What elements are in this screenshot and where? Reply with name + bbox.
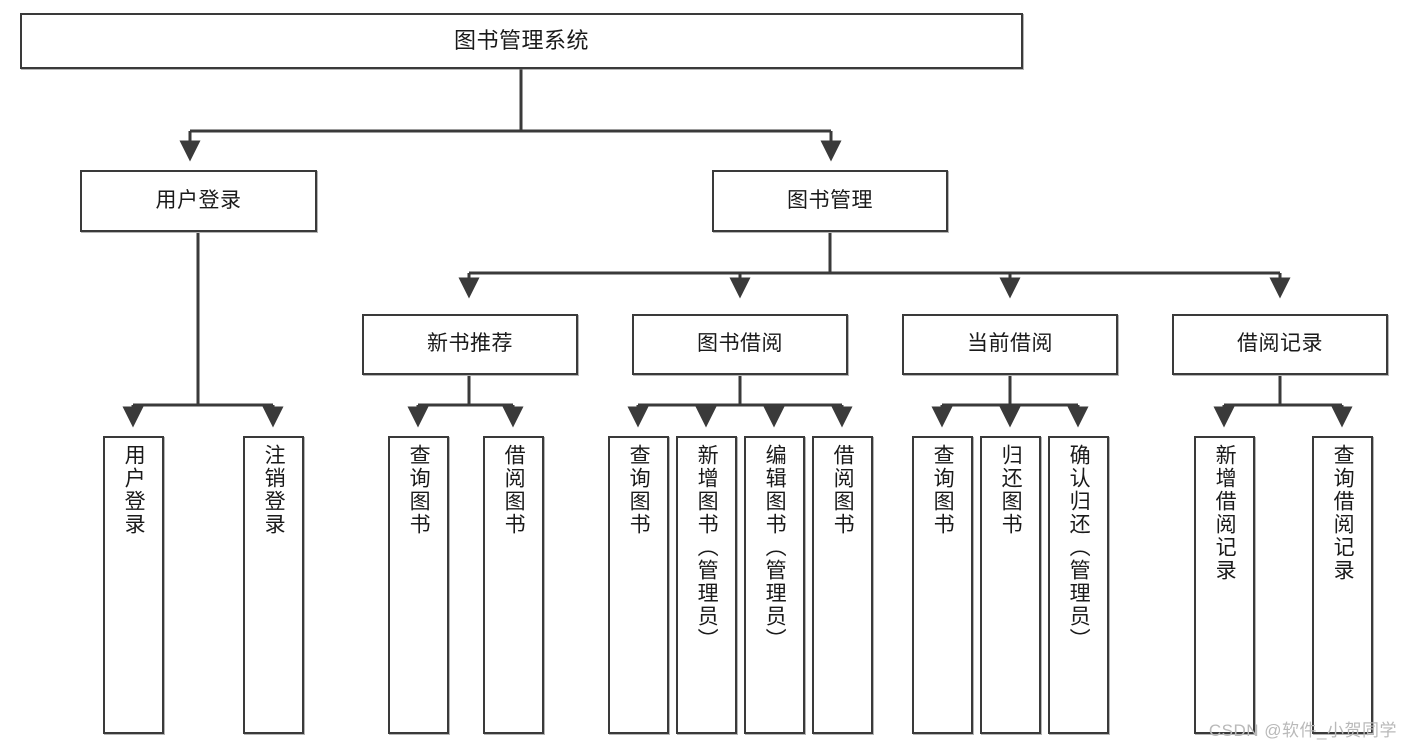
leaf-borrow-add-book-admin[interactable]: 新增图书（管理员）	[676, 436, 737, 734]
node-label: 借阅图书	[831, 444, 855, 536]
leaf-user-login-logout[interactable]: 注销登录	[243, 436, 304, 734]
leaf-record-query-record[interactable]: 查询借阅记录	[1312, 436, 1373, 734]
node-label: 查询图书	[627, 444, 651, 536]
node-label: 查询借阅记录	[1331, 444, 1355, 582]
node-label: 新增借阅记录	[1213, 444, 1237, 582]
node-root-book-management-system[interactable]: 图书管理系统	[20, 13, 1023, 69]
node-label: 确认归还（管理员）	[1067, 444, 1091, 651]
node-label: 图书管理	[787, 188, 873, 212]
node-label: 图书管理系统	[453, 28, 589, 54]
leaf-current-query-book[interactable]: 查询图书	[912, 436, 973, 734]
leaf-current-confirm-return-admin[interactable]: 确认归还（管理员）	[1048, 436, 1109, 734]
node-borrow-record[interactable]: 借阅记录	[1172, 314, 1388, 375]
csdn-watermark: CSDN @软件_小贺同学	[1208, 721, 1397, 740]
node-label: 查询图书	[931, 444, 955, 536]
node-label: 编辑图书（管理员）	[763, 444, 787, 651]
node-book-management[interactable]: 图书管理	[712, 170, 948, 232]
node-label: 当前借阅	[967, 332, 1053, 356]
node-label: 用户登录	[122, 444, 146, 536]
node-label: 新增图书（管理员）	[695, 444, 719, 651]
leaf-record-add-record[interactable]: 新增借阅记录	[1194, 436, 1255, 734]
node-label: 用户登录	[155, 188, 242, 212]
leaf-recommend-query-book[interactable]: 查询图书	[388, 436, 449, 734]
node-label: 查询图书	[407, 444, 431, 536]
node-label: 注销登录	[262, 444, 286, 536]
node-label: 图书借阅	[697, 332, 783, 356]
node-current-borrow[interactable]: 当前借阅	[902, 314, 1118, 375]
node-book-borrow[interactable]: 图书借阅	[632, 314, 848, 375]
node-label: 归还图书	[999, 444, 1023, 536]
node-user-login[interactable]: 用户登录	[80, 170, 317, 232]
node-label: 借阅记录	[1237, 332, 1323, 356]
node-new-book-recommend[interactable]: 新书推荐	[362, 314, 578, 375]
node-label: 借阅图书	[502, 444, 526, 536]
node-label: 新书推荐	[427, 332, 513, 356]
leaf-user-login-login[interactable]: 用户登录	[103, 436, 164, 734]
leaf-borrow-edit-book-admin[interactable]: 编辑图书（管理员）	[744, 436, 805, 734]
leaf-recommend-borrow-book[interactable]: 借阅图书	[483, 436, 544, 734]
leaf-borrow-query-book[interactable]: 查询图书	[608, 436, 669, 734]
leaf-current-return-book[interactable]: 归还图书	[980, 436, 1041, 734]
leaf-borrow-borrow-book[interactable]: 借阅图书	[812, 436, 873, 734]
